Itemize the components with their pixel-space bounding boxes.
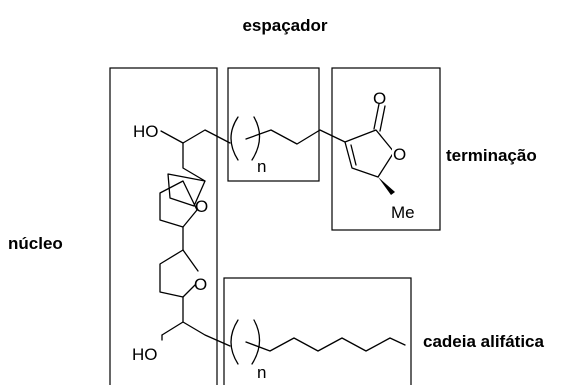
- thf-top-ring-geometry: [159, 180, 198, 228]
- spacer-box: [227, 67, 320, 182]
- spacer-n-subscript: n: [257, 157, 266, 176]
- chain-paren-left: [230, 319, 239, 365]
- oxygen-ring-text: O: [393, 145, 406, 164]
- core-label: núcleo: [8, 234, 63, 253]
- carbonyl-bond-2: [379, 105, 386, 132]
- butenolide-ring: [344, 129, 395, 178]
- hydroxyl-top-text: HO: [133, 122, 159, 141]
- methyl-wedge-bond: [378, 177, 395, 195]
- oxygen-thf-bottom-text: O: [194, 275, 207, 294]
- oxygen-ring-mask: [392, 144, 406, 162]
- bottom-chain-start: [182, 321, 231, 347]
- spacer-paren-right: [251, 116, 261, 161]
- hydroxyl-top-bond: [160, 130, 184, 144]
- thf-bottom-o-bond: [182, 249, 199, 272]
- oxygen-thf-top-text: O: [195, 197, 208, 216]
- termination-box: [331, 67, 441, 231]
- oxygen-carbonyl-text: O: [373, 89, 386, 108]
- core-box: [109, 67, 218, 385]
- spacer-label: espaçador: [242, 16, 327, 35]
- carbonyl-bond-1: [373, 103, 380, 130]
- butenolide-double-bond: [350, 144, 357, 166]
- core-link-bottom: [161, 296, 184, 336]
- top-chain-bonds: [182, 129, 231, 144]
- chain-paren-right: [251, 319, 261, 365]
- thf-bottom-ring: [159, 249, 196, 298]
- spacer-paren-left: [230, 116, 239, 161]
- aliphatic-chain-box: [223, 277, 412, 385]
- core-link-top: [182, 142, 206, 182]
- aliphatic-chain-bonds: [245, 337, 406, 352]
- thf-top-ring: [167, 173, 206, 207]
- hydroxyl-bottom-text: HO: [132, 345, 158, 364]
- methyl-text: Me: [391, 203, 415, 222]
- termination-label: terminação: [446, 146, 537, 165]
- spacer-chain-bonds: [245, 129, 346, 145]
- chain-n-subscript: n: [257, 363, 266, 382]
- aliphatic-chain-label: cadeia alifática: [423, 332, 545, 351]
